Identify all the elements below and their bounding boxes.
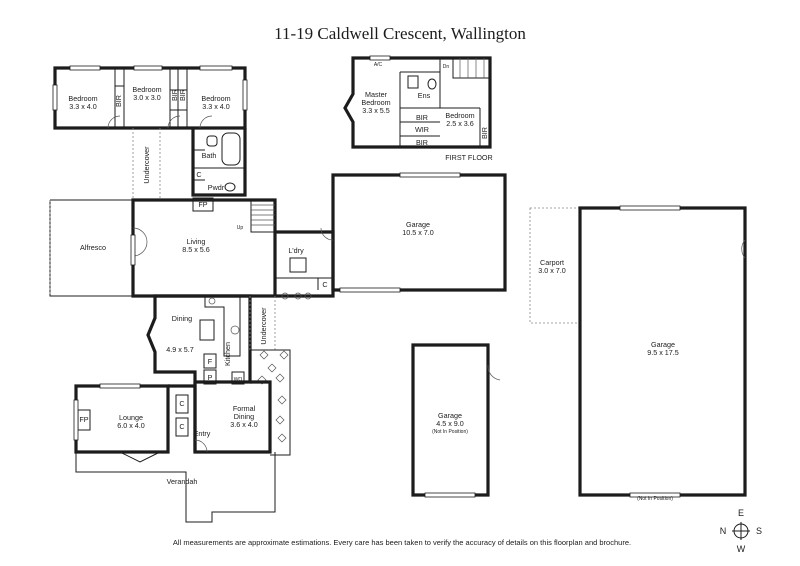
bedroom-2-size: 3.0 x 3.0: [133, 93, 161, 102]
ldry-c-label: C: [322, 280, 327, 289]
bedroom-1-name: Bedroom: [68, 94, 97, 103]
dining-label: Dining: [172, 314, 192, 323]
ff-bedroom-size: 2.5 x 3.6: [446, 119, 474, 128]
lounge-name: Lounge: [119, 413, 143, 422]
garage-main-size: 10.5 x 7.0: [402, 228, 434, 237]
compass-n: N: [720, 526, 727, 536]
ensuite-label: Ens: [418, 91, 431, 100]
bath-label: Bath: [202, 151, 217, 160]
undercover-right-label: Undercover: [259, 307, 268, 345]
page-title: 11-19 Caldwell Crescent, Wallington: [274, 24, 526, 43]
dining-size: 4.9 x 5.7: [166, 345, 194, 354]
ac-label: A/C: [374, 62, 383, 68]
bir-2-label: BIR: [170, 89, 179, 101]
garage-small-note: (Not In Position): [432, 429, 468, 435]
garage-big-note: (Not In Position): [637, 496, 673, 502]
formal-dining-name-1: Formal: [233, 404, 256, 413]
garage-small-size: 4.5 x 9.0: [436, 419, 464, 428]
pwdr-c-label: C: [196, 170, 201, 179]
carport-name: Carport: [540, 258, 564, 267]
compass-w: W: [737, 544, 746, 554]
fridge-label: F: [208, 357, 213, 366]
master-name-1: Master: [365, 90, 388, 99]
main-house: [49, 65, 335, 523]
kitchen-label: Kitchen: [223, 342, 232, 366]
entry-c1-label: C: [179, 399, 184, 408]
entry-c2-label: C: [179, 422, 184, 431]
undercover-left-label: Undercover: [142, 146, 151, 184]
fp-living-label: FP: [198, 200, 207, 209]
ldry-label: L'dry: [288, 246, 304, 255]
room-labels: Bedroom 3.3 x 4.0 Bedroom 3.0 x 3.0 Bedr…: [68, 62, 678, 502]
bedroom-3-size: 3.3 x 4.0: [202, 102, 230, 111]
ff-bir-3-label: BIR: [480, 127, 489, 139]
pantry-label: P: [208, 373, 213, 382]
fp-lounge-label: FP: [79, 415, 88, 424]
garage-big-size: 9.5 x 17.5: [647, 348, 679, 357]
first-floor-label: FIRST FLOOR: [445, 153, 492, 162]
alfresco-label: Alfresco: [80, 243, 106, 252]
garage-main: [320, 172, 507, 293]
compass-e: E: [738, 508, 744, 518]
garage-big-name: Garage: [651, 340, 675, 349]
disclaimer: All measurements are approximate estimat…: [173, 538, 631, 547]
bedroom-2-name: Bedroom: [132, 85, 161, 94]
compass-s: S: [756, 526, 762, 536]
carport-size: 3.0 x 7.0: [538, 266, 566, 275]
garage-big: [578, 205, 747, 498]
ff-bir-1-label: BIR: [416, 113, 428, 122]
wo-label: WO: [234, 377, 243, 383]
garage-main-name: Garage: [406, 220, 430, 229]
entry-label: Entry: [194, 429, 211, 438]
bir-3-label: BIR: [178, 89, 187, 101]
living-name: Living: [187, 237, 206, 246]
lounge-size: 6.0 x 4.0: [117, 421, 145, 430]
bir-1-label: BIR: [114, 95, 123, 107]
garden-plants: [257, 350, 289, 443]
living-size: 8.5 x 5.6: [182, 245, 210, 254]
first-floor: [343, 55, 492, 149]
formal-dining-size: 3.6 x 4.0: [230, 420, 258, 429]
pwdr-label: Pwdr: [208, 183, 225, 192]
bedroom-3-name: Bedroom: [201, 94, 230, 103]
wir-label: WIR: [415, 125, 429, 134]
dn-label: Dn: [443, 64, 450, 70]
ff-bedroom-name: Bedroom: [445, 111, 474, 120]
master-name-2: Bedroom: [361, 98, 390, 107]
compass: E W N S: [720, 508, 762, 554]
verandah-label: Verandah: [167, 477, 198, 486]
stair-up-label: Up: [237, 225, 244, 231]
bedroom-1-size: 3.3 x 4.0: [69, 102, 97, 111]
garage-small-name: Garage: [438, 411, 462, 420]
ff-bir-2-label: BIR: [416, 138, 428, 147]
master-size: 3.3 x 5.5: [362, 106, 390, 115]
formal-dining-name-2: Dining: [234, 412, 254, 421]
garage-small: [411, 343, 501, 498]
